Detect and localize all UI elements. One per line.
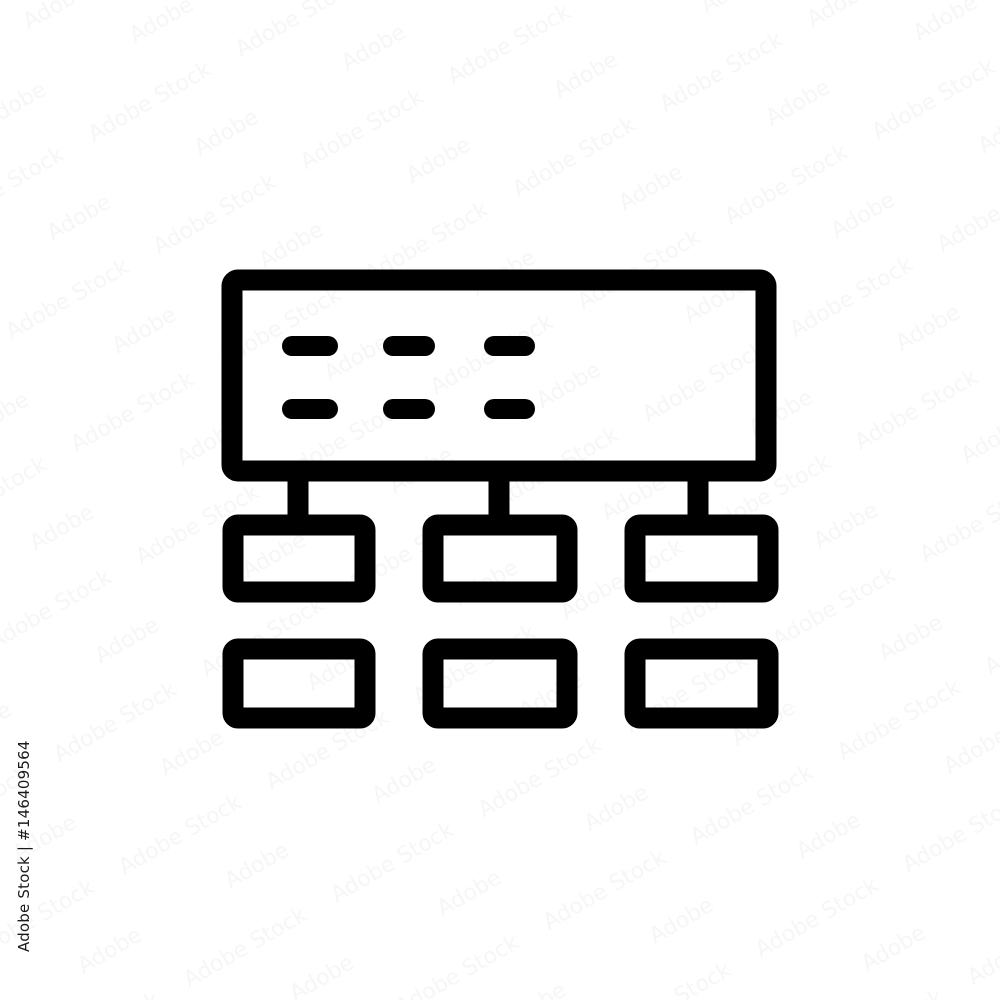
- child-box-1: [222, 514, 376, 603]
- child-box-3: [624, 514, 779, 603]
- child-box-4: [222, 638, 376, 729]
- stock-id: #146409564: [15, 740, 33, 841]
- stock-prefix: Adobe Stock: [15, 856, 33, 952]
- header-box: [221, 269, 777, 482]
- child-box-2: [422, 514, 578, 603]
- stock-separator: |: [15, 840, 33, 857]
- child-box-6: [624, 638, 779, 729]
- child-box-5: [422, 638, 578, 729]
- stock-id-label: Adobe Stock | #146409564: [14, 740, 34, 952]
